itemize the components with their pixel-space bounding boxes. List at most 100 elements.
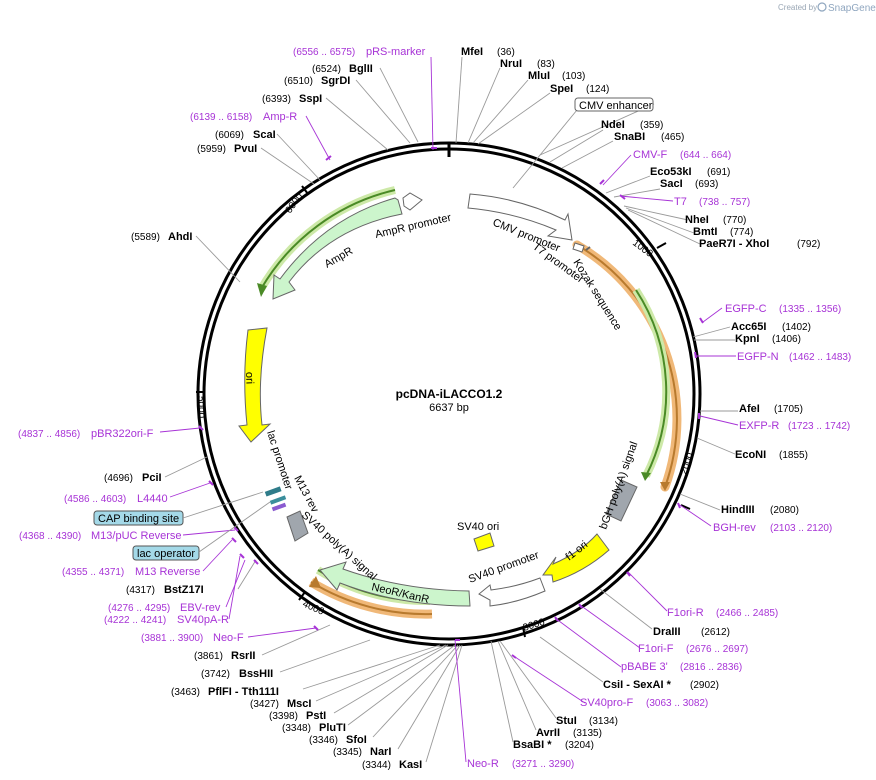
primer-amp-r: Amp-R	[263, 111, 297, 123]
egfp-arc-arrowhead	[641, 472, 651, 481]
cmv-promoter-feature	[467, 193, 573, 241]
tick-1000-mark	[656, 242, 667, 249]
enzyme-mlui-pos: (103)	[562, 71, 585, 82]
kozak-feature	[585, 246, 591, 251]
enzyme-kpni: KpnI	[735, 333, 759, 345]
amp-green-arc	[260, 189, 396, 290]
primer-neo-f-pos: (3881 .. 3900)	[141, 633, 203, 644]
enzyme-psti: PstI	[306, 710, 326, 722]
enzyme-ahdi: AhdI	[168, 231, 192, 243]
orf-arc-right-arrowhead	[660, 482, 670, 491]
primer-f1ori-f-pos: (2676 .. 2697)	[686, 644, 748, 655]
primer-pbabe-3-pos: (2816 .. 2836)	[680, 662, 742, 673]
primer-l4440-pos: (4586 .. 4603)	[64, 494, 126, 505]
enzyme-stui-pos: (3134)	[589, 716, 618, 727]
enzyme-afei: AfeI	[739, 403, 760, 415]
primer-leader-lines	[159, 56, 739, 763]
tick-6000: 6000	[284, 191, 306, 216]
enzyme-sspi: SspI	[299, 93, 322, 105]
primer-pbr322ori-f-pos: (4837 .. 4856)	[18, 429, 80, 440]
ampr-promoter-feature	[402, 192, 423, 211]
primer-l4440: L4440	[137, 493, 168, 505]
enzyme-saci: SacI	[660, 178, 683, 190]
enzyme-afei-pos: (1705)	[774, 404, 803, 415]
cmv-enhancer-box: CMV enhancer	[574, 97, 654, 112]
amp-green-arc-arrowhead	[257, 283, 267, 297]
enzyme-nrui-pos: (83)	[537, 59, 555, 70]
enzyme-rsrii-pos: (3861)	[194, 651, 223, 662]
enzyme-nrui: NruI	[500, 58, 522, 70]
enzyme-sspi-pos: (6393)	[262, 94, 291, 105]
lac-operator-label: lac operator	[137, 548, 195, 560]
orf-arc-bottom	[310, 581, 433, 616]
enzyme-scai-pos: (6069)	[215, 130, 244, 141]
enzyme-acc65i-pos: (1402)	[782, 322, 811, 333]
t7-promoter-feature	[572, 242, 585, 253]
enzyme-bmti: BmtI	[693, 226, 717, 238]
enzyme-bsabi-pos: (3204)	[565, 740, 594, 751]
sv40-promoter-feature	[478, 577, 546, 607]
credit-prefix: Created by	[778, 3, 817, 12]
enzyme-spei: SpeI	[550, 83, 573, 95]
enzyme-rsrii: RsrII	[231, 650, 255, 662]
sv40-polya-feature	[286, 510, 309, 542]
tick-2000: 2000	[678, 451, 696, 476]
enzyme-nhei-pos: (770)	[723, 215, 746, 226]
ori-label: ori	[243, 372, 255, 385]
primer-m13-reverse-pos: (4355 .. 4371)	[62, 567, 124, 578]
primer-egfp-c-pos: (1335 .. 1356)	[779, 304, 841, 315]
enzyme-sgrdi-pos: (6510)	[284, 76, 313, 87]
lac-operator-box: lac operator	[132, 501, 271, 561]
tick-5000: 5000	[195, 396, 206, 419]
ampr-feature	[272, 197, 403, 300]
cap-binding-site-label: CAP binding site	[98, 513, 179, 525]
enzyme-stui: StuI	[556, 715, 577, 727]
enzyme-bglii: BglII	[349, 63, 373, 75]
tick-2000-mark	[680, 504, 691, 510]
enzyme-nari: NarI	[370, 746, 391, 758]
primer-exfp-r-pos: (1723 .. 1742)	[788, 421, 850, 432]
lac-promoter-label: lac promoter	[264, 429, 294, 491]
enzyme-mfei-pos: (36)	[497, 47, 515, 58]
primer-exfp-r: EXFP-R	[739, 420, 779, 432]
enzyme-bsabi: BsaBI *	[513, 739, 552, 751]
primer-f1ori-r: F1ori-R	[667, 607, 704, 619]
enzyme-pvui-pos: (5959)	[197, 144, 226, 155]
enzyme-ndei: NdeI	[601, 119, 625, 131]
enzyme-eco53ki-pos: (691)	[707, 167, 730, 178]
enzyme-hindiii-pos: (2080)	[770, 505, 799, 516]
enzyme-bsshii-pos: (3742)	[201, 669, 230, 680]
egfp-arc	[635, 289, 668, 477]
enzyme-hindiii: HindIII	[721, 504, 755, 516]
tick-3000-mark	[522, 626, 526, 638]
primer-sv40pro-f-pos: (3063 .. 3082)	[646, 698, 708, 709]
enzyme-ndei-pos: (359)	[640, 120, 663, 131]
credit-brand: SnapGene	[828, 3, 876, 14]
enzyme-msci-pos: (3427)	[250, 699, 279, 710]
enzyme-acc65i: Acc65I	[731, 321, 766, 333]
primer-ebv-rev: EBV-rev	[180, 602, 221, 614]
enzyme-kasi: KasI	[399, 759, 422, 771]
ori-feature	[238, 327, 272, 443]
neor-kanr-feature	[319, 561, 471, 607]
enzyme-bsshii: BssHII	[239, 668, 273, 680]
primer-m13-puc-reverse-pos: (4368 .. 4390)	[19, 531, 81, 542]
enzyme-sfoi-pos: (3346)	[309, 735, 338, 746]
primer-t7-pos: (738 .. 757)	[699, 197, 750, 208]
primer-bgh-rev: BGH-rev	[713, 522, 756, 534]
sv40-ori-label: SV40 ori	[457, 521, 499, 533]
enzyme-nhei: NheI	[685, 214, 709, 226]
primer-egfp-n: EGFP-N	[737, 351, 779, 363]
enzyme-paer7i-xhoi-pos: (792)	[797, 239, 820, 250]
enzyme-snabi-pos: (465)	[661, 132, 684, 143]
enzyme-pcii-pos: (4696)	[104, 473, 133, 484]
enzyme-nari-pos: (3345)	[333, 747, 362, 758]
sv40-ori-feature	[473, 532, 495, 552]
enzyme-pflfi-tth111i: PflFI - Tth111I	[208, 686, 279, 698]
enzyme-csii-sexai: CsiI - SexAI *	[603, 679, 672, 691]
primer-pbabe-3: pBABE 3'	[621, 661, 668, 673]
primer-bgh-rev-pos: (2103 .. 2120)	[770, 523, 832, 534]
primer-cmv-f-pos: (644 .. 664)	[680, 150, 731, 161]
enzyme-sfoi: SfoI	[346, 734, 367, 746]
primer-pbr322ori-f: pBR322ori-F	[91, 428, 154, 440]
